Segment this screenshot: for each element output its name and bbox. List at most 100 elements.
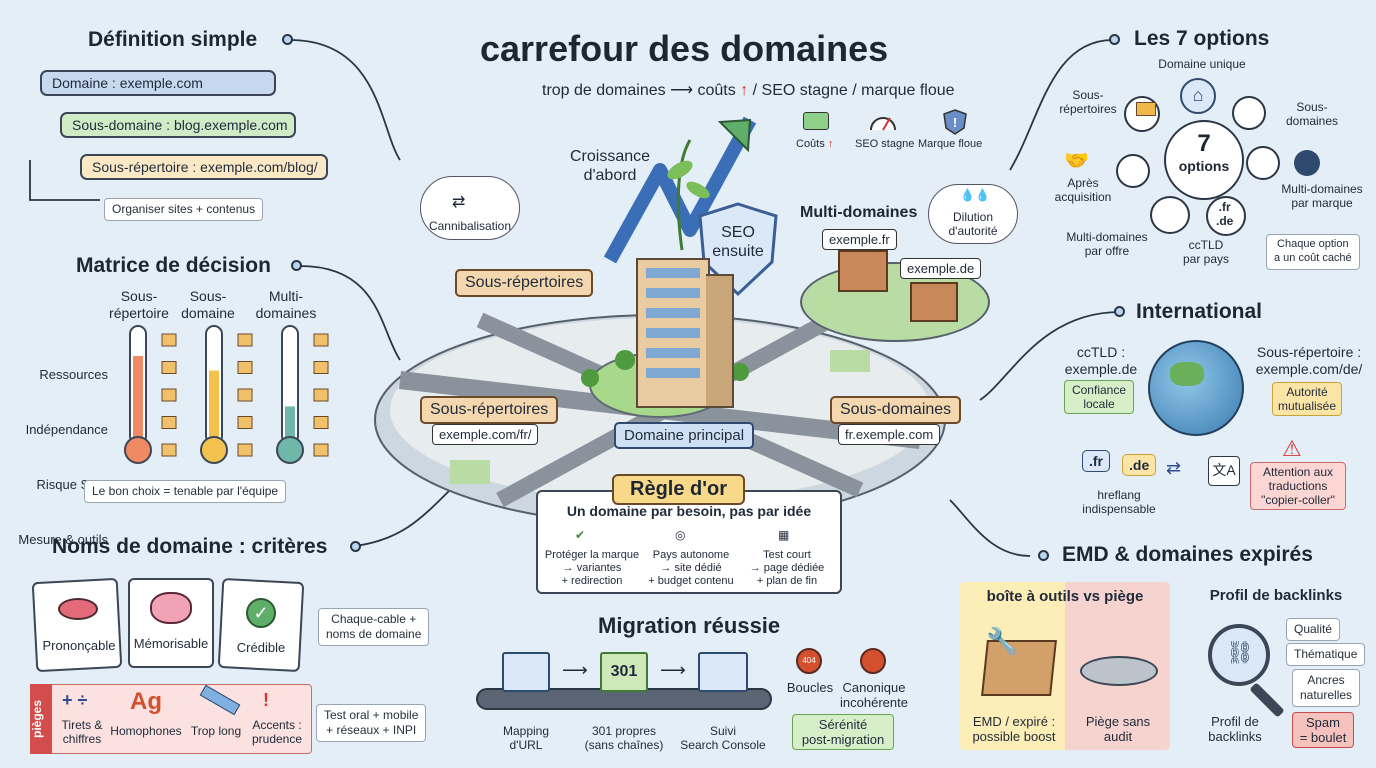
matrix-footer: Le bon choix = tenable par l'équipe	[84, 480, 287, 503]
cctld-flags: .fr.de	[1216, 200, 1233, 228]
calendar-icon: ▦	[778, 528, 790, 542]
home-icon: ⌂	[1180, 78, 1216, 114]
criterion-icon	[237, 361, 253, 374]
criterion-icon	[237, 333, 253, 347]
international-heading: International	[1136, 300, 1263, 323]
criterion-icon	[237, 416, 253, 429]
up-arrow-icon: ↑	[827, 138, 834, 150]
continent-shape	[1170, 362, 1204, 386]
card-pronounceable-label: Prononçable	[42, 638, 116, 653]
matrix-heading: Matrice de décision	[76, 254, 271, 277]
card-pronounceable	[31, 577, 123, 673]
magnifier-icon	[1208, 624, 1270, 686]
criterion-icon	[161, 333, 177, 347]
flag-fr: .fr	[1218, 200, 1231, 214]
backlinks-spam: Spam = boulet	[1292, 712, 1354, 748]
bug-canonical: Canonique incohérente	[840, 680, 908, 711]
brain-icon	[150, 592, 192, 624]
criterion-icon	[161, 388, 177, 402]
golden-rule-subheading: Un domaine par besoin, pas par idée	[566, 503, 812, 519]
dilution-label: Dilution d'autorité	[948, 210, 998, 239]
thermometer-bulb	[124, 436, 152, 464]
traps-label: pièges	[30, 684, 52, 754]
definition-subdirectory: Sous-répertoire : exemple.com/blog/	[80, 154, 328, 180]
criterion-icon	[161, 443, 177, 457]
house-fr-icon	[838, 250, 888, 292]
emd-left: EMD / expiré : possible boost	[972, 714, 1056, 745]
city-platform	[374, 312, 946, 526]
intl-subdir: Sous-répertoire : exemple.com/de/	[1255, 344, 1363, 377]
connector-dot	[282, 34, 293, 45]
intl-local-trust: Confiance locale	[1064, 380, 1134, 414]
svg-text:!: !	[953, 115, 957, 130]
handshake-icon: 🤝	[1064, 150, 1089, 172]
cloud-dilution	[928, 184, 1018, 244]
up-arrow-icon: ↑	[740, 82, 749, 99]
matrix-thermometers	[124, 325, 329, 464]
intl-shared-authority: Autorité mutualisée	[1272, 382, 1342, 416]
cctld-icon	[1206, 196, 1246, 236]
folder-shape	[1136, 102, 1156, 116]
shield-warning-icon: !	[943, 109, 967, 135]
connector-dot	[1038, 550, 1049, 561]
main-building-icon	[636, 258, 710, 408]
option-multi-brand: Multi-domaines par marque	[1281, 182, 1363, 211]
globe-icon	[1148, 340, 1244, 436]
chain-link-icon: ⛓	[1226, 640, 1254, 665]
rule-item-country: Pays autonome → site dédié + budget cont…	[648, 549, 734, 587]
lips-icon	[58, 598, 98, 620]
option-multi-offer: Multi-domaines par offre	[1066, 230, 1148, 259]
trap-accents: Accents : prudence	[251, 718, 303, 747]
globe-small-icon: ◎	[675, 528, 686, 542]
option-subdomains: Sous- domaines	[1285, 100, 1339, 129]
exchange-icon: ⇄	[1166, 458, 1182, 478]
tag-subdirectories-top: Sous-répertoires	[455, 269, 594, 297]
connector-dot	[350, 541, 361, 552]
card-credible-label: Crédible	[236, 640, 286, 655]
naming-heading: Noms de domaine : critères	[52, 535, 328, 558]
money-icon	[803, 112, 829, 130]
page-title: carrefour des domaines	[480, 28, 889, 69]
bubble-fr-icon: .fr	[1082, 450, 1110, 472]
console-icon	[698, 652, 748, 692]
multi-domain-heading: Multi-domaines	[800, 204, 918, 221]
subtitle-rest: / SEO stagne / marque floue	[752, 82, 955, 99]
subtitle-right: coûts	[697, 82, 736, 99]
connector-dot	[1114, 306, 1125, 317]
migration-heading: Migration réussie	[598, 613, 781, 638]
step-301: 301 propres (sans chaînes)	[584, 724, 664, 753]
subtitle: trop de domaines ⟶ coûts ↑ / SEO stagne …	[542, 80, 955, 100]
bug-icon	[860, 648, 886, 674]
badge-check-icon: ✓	[246, 598, 276, 628]
subtitle-left: trop de domaines	[542, 82, 666, 99]
thermometer-fill	[285, 406, 295, 440]
options-heading: Les 7 options	[1134, 27, 1270, 50]
golden-rule-panel	[536, 490, 842, 594]
thermometer-bulb	[200, 436, 228, 464]
emd-right: Piège sans audit	[1085, 714, 1151, 745]
bug-icon: 404	[796, 648, 822, 674]
arrow-right-icon: ⟶	[562, 660, 588, 680]
definition-domain: Domaine : exemple.com	[40, 70, 276, 96]
addr-subdir: exemple.com/fr/	[432, 424, 539, 445]
trap-homophones: Homophones	[110, 724, 182, 738]
naming-cards-note: Chaque-cable + noms de domaine	[318, 608, 430, 646]
matrix-row-resources: Ressources	[39, 366, 108, 382]
brand-badge-icon	[1294, 150, 1320, 176]
bug-loops: Boucles	[786, 680, 834, 695]
thermometer-bulb	[276, 436, 304, 464]
building-side	[706, 274, 734, 408]
tag-subdirectories-left: Sous-répertoires	[420, 396, 559, 424]
growth-arrow-icon	[603, 116, 757, 264]
problem-costs-label: Coûts	[796, 138, 825, 150]
flag-de: .de	[1216, 214, 1234, 228]
warning-icon: ⚠	[1282, 436, 1302, 461]
problem-costs: Coûts ↑	[796, 138, 833, 151]
intl-cctld: ccTLD : exemple.de	[1064, 344, 1138, 377]
criterion-icon	[237, 388, 253, 402]
option-single-domain: Domaine unique	[1158, 57, 1246, 71]
flags-icon	[1150, 196, 1190, 234]
wrench-icon: 🔧	[986, 626, 1019, 656]
keys-icon	[1116, 154, 1150, 188]
arrow-right-icon: ⟶	[660, 660, 686, 680]
